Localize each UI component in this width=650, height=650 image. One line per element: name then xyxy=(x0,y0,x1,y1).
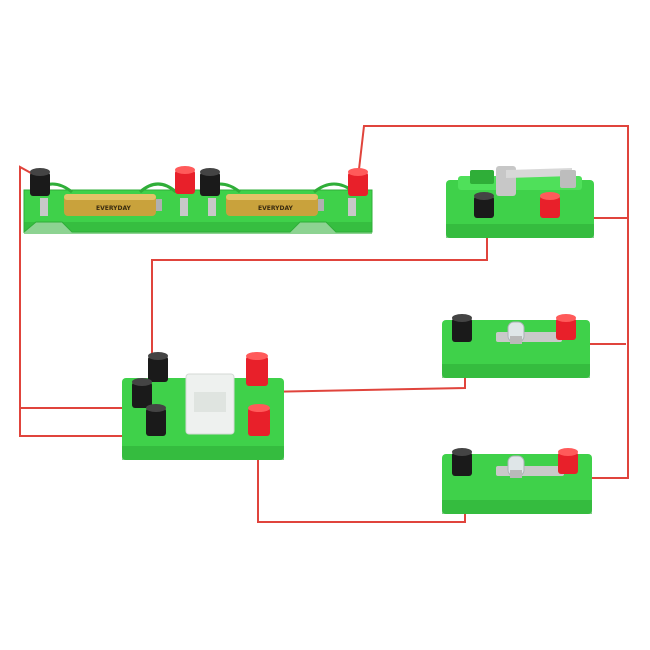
switch-box xyxy=(122,352,284,460)
knife-switch-contact xyxy=(560,170,576,188)
bulb-1 xyxy=(507,321,525,344)
battery-terminal-black-mid[interactable] xyxy=(200,168,220,196)
switch-box-terminal-black-1[interactable] xyxy=(148,352,168,382)
switch-box-terminal-black-3[interactable] xyxy=(146,404,166,436)
bulb-2 xyxy=(507,455,525,478)
battery-cell-2: EVERYDAY xyxy=(226,194,324,216)
battery-cell-1: EVERYDAY xyxy=(64,194,162,216)
switch-box-terminal-black-2[interactable] xyxy=(132,378,152,408)
battery-clip-left xyxy=(40,198,48,216)
battery-clip-mid-right xyxy=(208,198,216,216)
battery-terminal-red-mid[interactable] xyxy=(175,166,195,194)
bulb-holder-1-terminal-black[interactable] xyxy=(452,314,472,342)
battery-cell-1-text: EVERYDAY xyxy=(96,205,132,212)
switch-box-terminal-red-2[interactable] xyxy=(248,404,270,436)
knife-switch-terminal-black[interactable] xyxy=(474,192,494,218)
wire-battery-to-knife-switch xyxy=(357,125,629,219)
bulb-holder-2-socket-plate xyxy=(496,466,564,476)
battery-cell-2-text: EVERYDAY xyxy=(258,205,294,212)
battery-terminal-black-left[interactable] xyxy=(30,168,50,196)
battery-box: EVERYDAY EVERYDAY xyxy=(23,166,373,234)
switch-box-terminal-red-1[interactable] xyxy=(246,352,268,386)
wire-battery-to-switch-box-b xyxy=(19,408,156,437)
bulb-holder-1-terminal-red[interactable] xyxy=(556,314,576,340)
knife-switch-terminal-red[interactable] xyxy=(540,192,560,218)
battery-terminal-red-right[interactable] xyxy=(348,168,368,196)
knife-switch[interactable] xyxy=(446,166,594,238)
bulb-holder-2 xyxy=(442,448,592,514)
wire-battery-to-switch-box-a xyxy=(19,165,140,409)
bulb-holder-2-terminal-red[interactable] xyxy=(558,448,578,474)
bulb-holder-1-socket-plate xyxy=(496,332,562,342)
battery-clip-mid-left xyxy=(180,198,188,216)
bulb-holder-1 xyxy=(442,314,590,378)
battery-clip-right xyxy=(348,198,356,216)
bulb-holder-2-terminal-black[interactable] xyxy=(452,448,472,476)
knife-switch-blade[interactable] xyxy=(506,168,572,178)
